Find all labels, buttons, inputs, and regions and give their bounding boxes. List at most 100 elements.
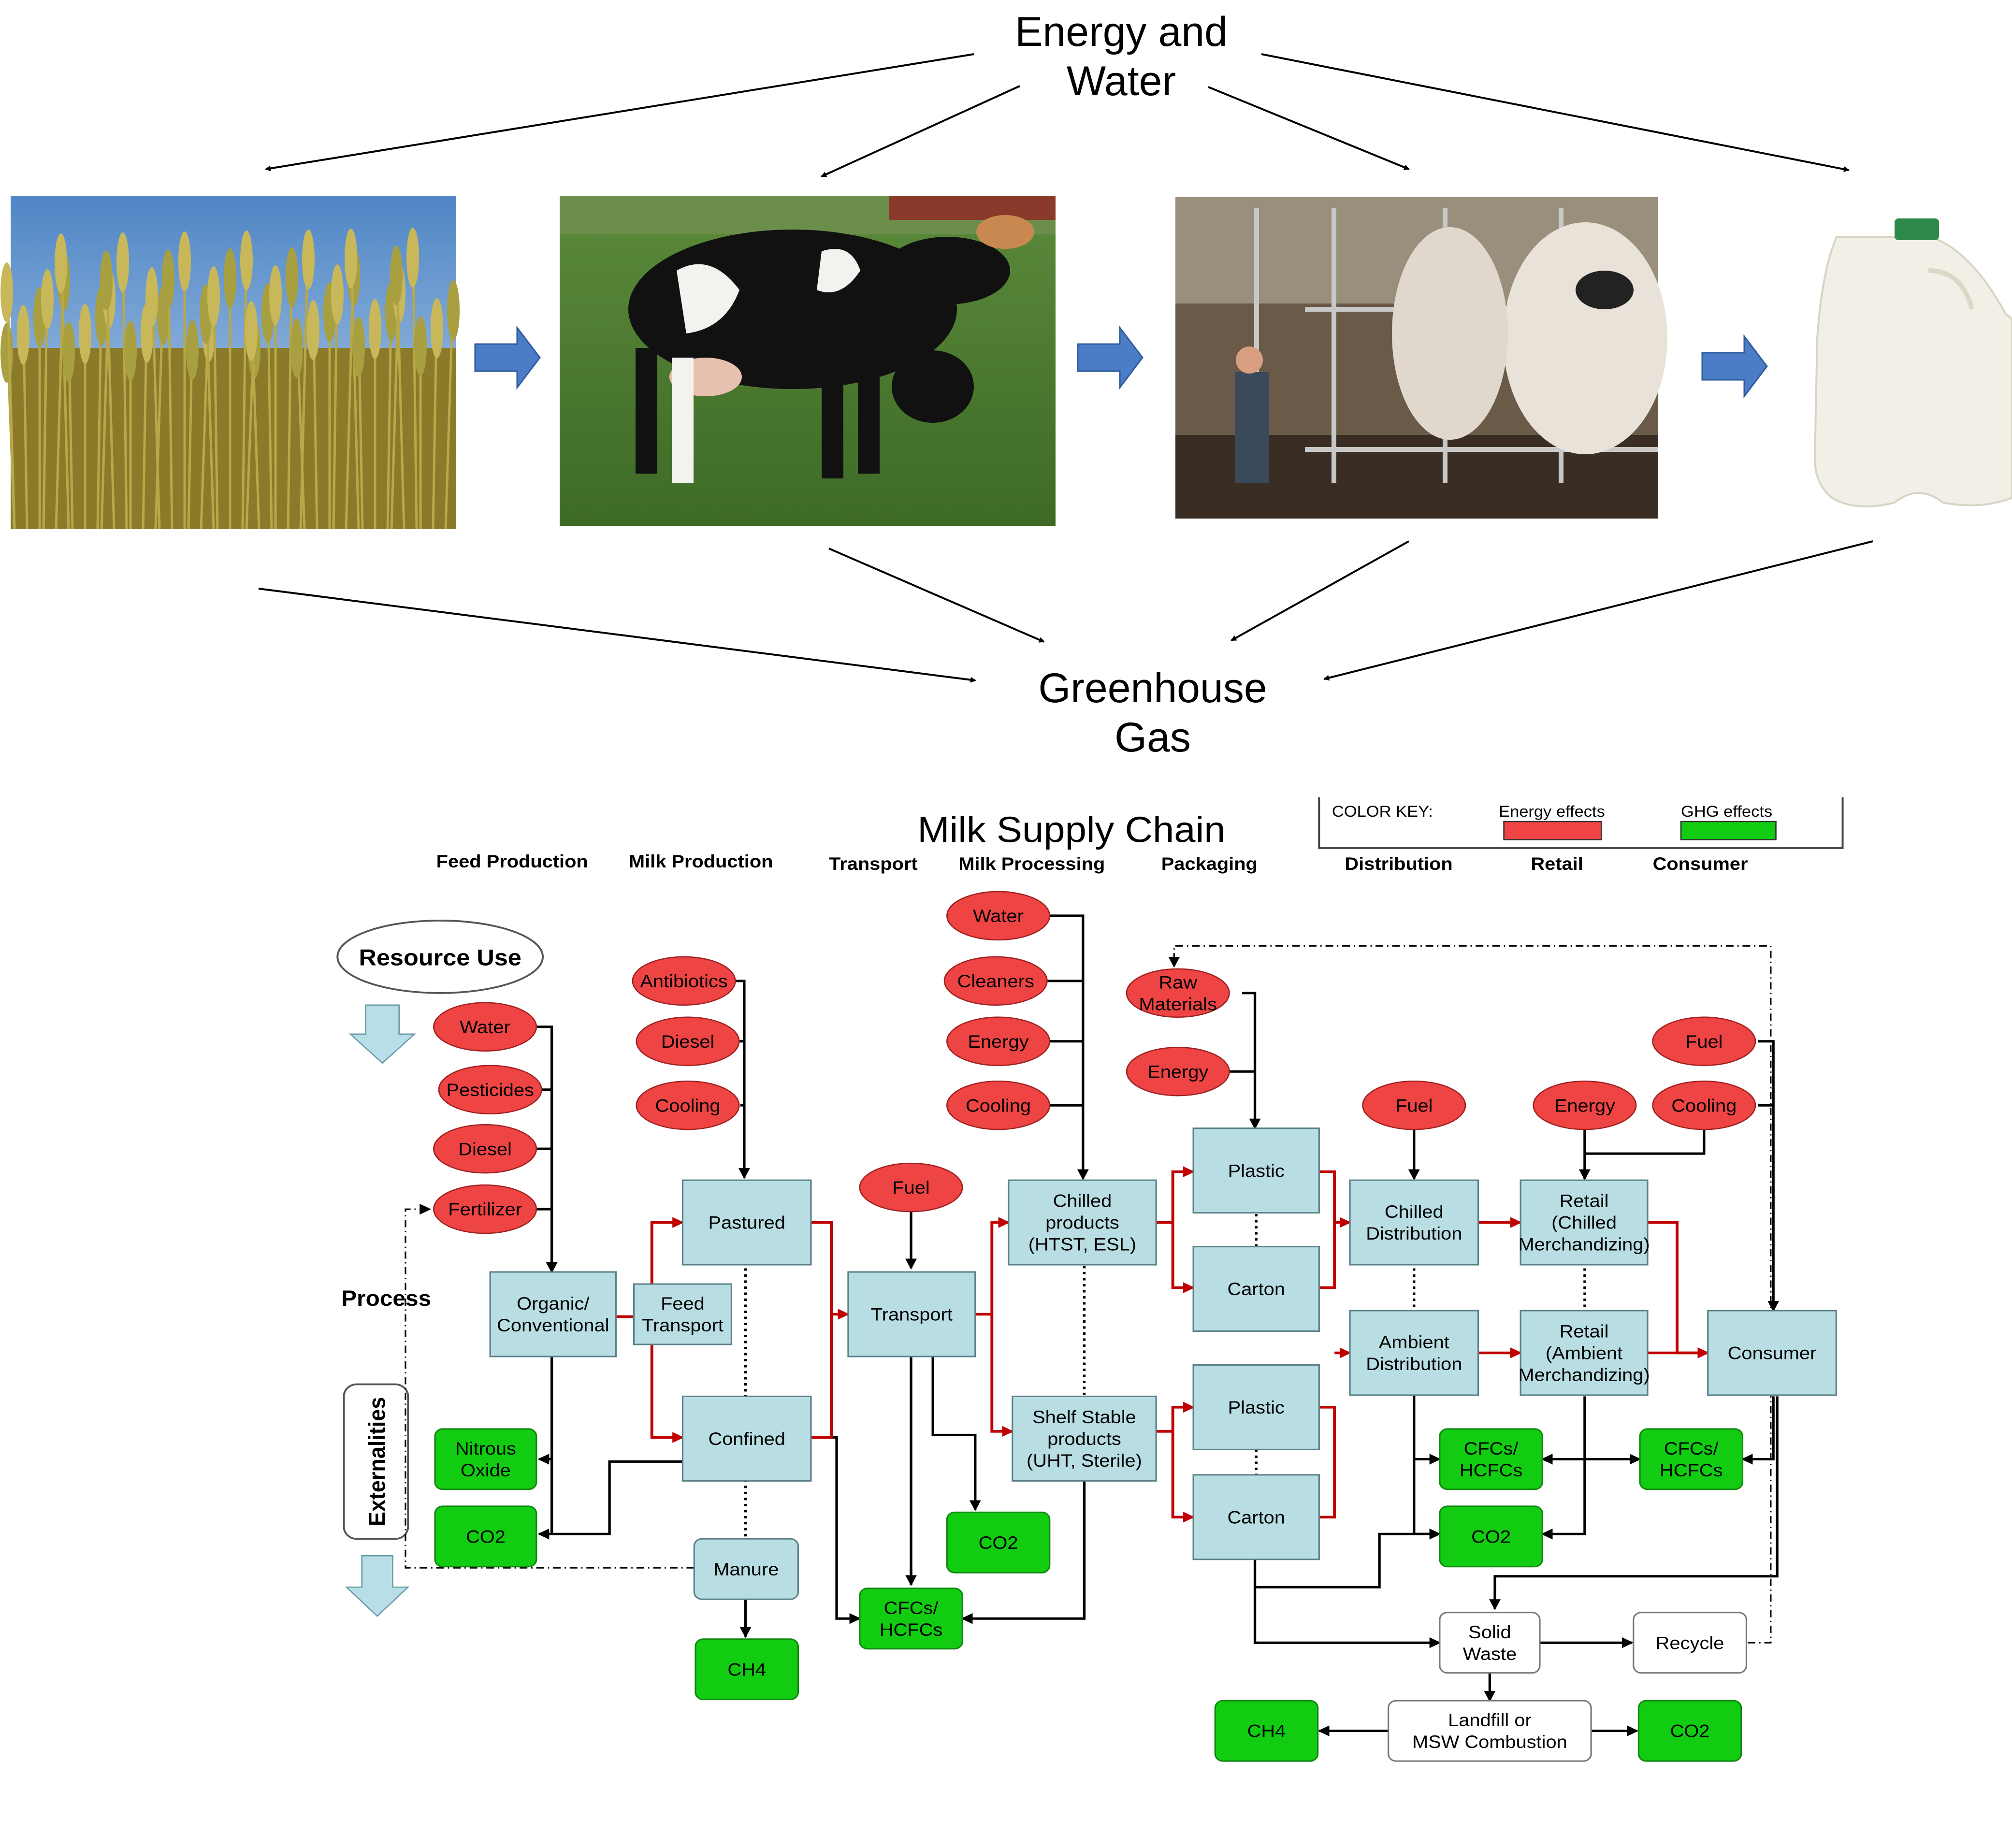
connectors [536, 914, 1780, 1736]
ch4-landfill-output-label: CH4 [1247, 1721, 1286, 1742]
externalities-label: Externalities [364, 1397, 390, 1526]
consumer-node-label: Consumer [1728, 1343, 1817, 1364]
resource-use-side: Resource Use [336, 920, 544, 1064]
organic-conventional-node-label: Organic/Conventional [497, 1294, 609, 1336]
plastic-node-2: Plastic [1192, 1364, 1320, 1450]
carton-node-2-label: Carton [1227, 1507, 1285, 1528]
confined-node-label: Confined [709, 1429, 785, 1449]
stage-feed-production: Feed Production [436, 852, 588, 872]
processing-input-2: Energy [946, 1016, 1051, 1066]
resource-use-label: Resource Use [359, 945, 521, 970]
transport-node-label: Transport [871, 1305, 953, 1325]
distribution-input-fuel: Fuel [1362, 1080, 1466, 1130]
stage-distribution: Distribution [1345, 854, 1452, 874]
feed-input-1-label: Pesticides [446, 1080, 534, 1100]
processing-input-1: Cleaners [943, 956, 1048, 1006]
processing-input-3: Cooling [946, 1080, 1051, 1130]
processing-input-2-label: Energy [968, 1032, 1029, 1052]
color-key-label: COLOR KEY: [1332, 803, 1433, 821]
milk-input-1: Diesel [636, 1016, 740, 1066]
manure-node: Manure [693, 1538, 799, 1600]
cfcs-distribution-output: CFCs/HCFCs [1439, 1428, 1543, 1490]
milking-parlor-photo [1175, 197, 1667, 519]
cfcs-consumer-output: CFCs/HCFCs [1639, 1428, 1744, 1490]
stage-retail: Retail [1531, 854, 1583, 874]
consumer-input-cooling-label: Cooling [1671, 1096, 1737, 1116]
packaging-input-energy-label: Energy [1147, 1062, 1209, 1082]
processing-input-1-label: Cleaners [957, 971, 1034, 992]
ghg-effects-label: GHG effects [1681, 803, 1772, 821]
ghg-arrows [258, 540, 1873, 683]
ch4-landfill-output: CH4 [1214, 1700, 1319, 1762]
recycle-links [405, 945, 1772, 1644]
down-arrow-icon [348, 1004, 416, 1064]
cfcs-transport-output-label: CFCs/HCFCs [880, 1598, 942, 1640]
packaging-input-energy: Energy [1126, 1047, 1230, 1097]
pastured-node-label: Pastured [709, 1213, 785, 1233]
pastured-node: Pastured [681, 1179, 812, 1266]
energy-effects-label: Energy effects [1499, 803, 1605, 821]
milk-input-2-label: Cooling [655, 1096, 721, 1116]
dotted-links [744, 1214, 1586, 1537]
processing-input-0: Water [946, 891, 1051, 941]
milk-supply-chain-diagram: Milk Supply Chain COLOR KEY: Energy effe… [336, 797, 1844, 1762]
retail-input-energy: Energy [1533, 1080, 1637, 1130]
energy-water-label: Energy and Water [1015, 9, 1228, 104]
feed-input-3: Fertilizer [433, 1184, 537, 1234]
co2-distribution-output-label: CO2 [1471, 1527, 1511, 1547]
stage-headings: Feed Production Milk Production Transpor… [436, 852, 1748, 874]
recycle-node: Recycle [1633, 1612, 1748, 1674]
milk-input-1-label: Diesel [661, 1032, 715, 1052]
ch4-manure-output-label: CH4 [727, 1660, 766, 1680]
processing-input-0-label: Water [973, 906, 1024, 926]
down-arrow-icon [345, 1555, 410, 1617]
feed-input-0-label: Water [460, 1017, 510, 1038]
stage-consumer: Consumer [1653, 854, 1748, 874]
red-flows [616, 1166, 1709, 1523]
process-label: Process [341, 1286, 431, 1310]
energy-swatch [1503, 821, 1602, 840]
cfcs-transport-output: CFCs/HCFCs [859, 1588, 963, 1650]
milk-input-2: Cooling [636, 1080, 740, 1130]
retail-input-energy-label: Energy [1554, 1096, 1616, 1116]
cfcs-consumer-output-label: CFCs/HCFCs [1660, 1439, 1723, 1481]
color-key: COLOR KEY: Energy effects GHG effects [1318, 797, 1844, 849]
feed-input-1: Pesticides [438, 1065, 542, 1114]
lifecycle-overview [0, 53, 2012, 683]
feed-input-2: Diesel [433, 1124, 537, 1174]
processing-input-3-label: Cooling [966, 1096, 1031, 1116]
consumer-node: Consumer [1707, 1310, 1837, 1396]
co2-distribution-output: CO2 [1439, 1505, 1543, 1568]
wheat-field-photo [0, 196, 460, 530]
plastic-node-2-label: Plastic [1228, 1398, 1285, 1418]
milk-jug-photo [1813, 218, 2012, 507]
feed-input-2-label: Diesel [458, 1139, 512, 1159]
stage-milk-processing: Milk Processing [958, 854, 1105, 874]
transport-input-fuel-label: Fuel [892, 1178, 929, 1198]
feed-input-3-label: Fertilizer [448, 1199, 522, 1220]
externalities-side: Externalities [343, 1383, 410, 1617]
ch4-manure-output: CH4 [695, 1638, 799, 1701]
stage-packaging: Packaging [1161, 854, 1258, 874]
consumer-input-fuel-label: Fuel [1685, 1032, 1723, 1052]
transport-node: Transport [847, 1271, 976, 1357]
carton-node-1: Carton [1192, 1246, 1320, 1332]
